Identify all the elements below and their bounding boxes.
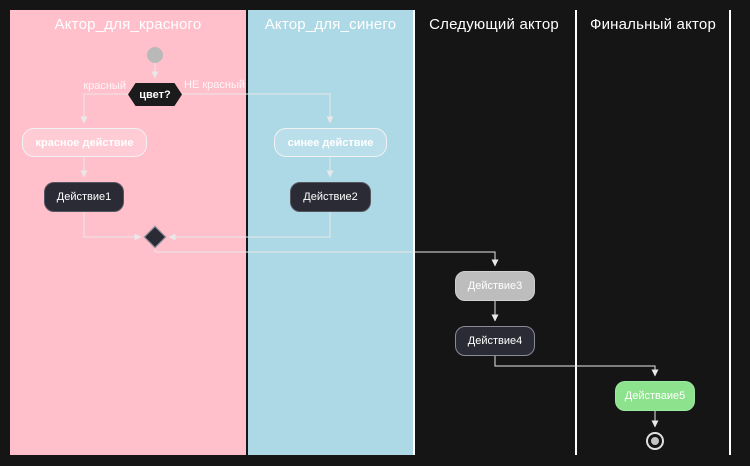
decision-node: цвет? (128, 83, 182, 106)
swimlane-blue (248, 10, 413, 455)
activity-action3: Действие3 (455, 271, 535, 301)
lane-title-blue: Актор_для_синего (264, 16, 397, 33)
lane-separator-2 (575, 10, 577, 455)
end-node-dot (651, 437, 659, 445)
lane-separator-3 (729, 10, 731, 455)
swimlane-red (10, 10, 246, 455)
activity-action5: Действаие5 (615, 381, 695, 411)
lane-title-next: Следующий актор (429, 16, 559, 33)
branch-label-red: красный (83, 80, 126, 92)
activity-action2: Действие2 (290, 182, 371, 212)
lane-separator-1 (413, 10, 415, 455)
lane-title-final: Финальный актор (589, 16, 717, 33)
activity-red-action: красное действие (22, 128, 147, 157)
activity-blue-action: синее действие (274, 128, 387, 157)
activity-action4: Действие4 (455, 326, 535, 356)
end-node (646, 432, 664, 450)
activity-action1: Действие1 (44, 182, 124, 212)
start-node (147, 47, 163, 63)
branch-label-not-red: НЕ красный (184, 79, 246, 91)
lane-title-red: Актор_для_красного (54, 16, 202, 33)
